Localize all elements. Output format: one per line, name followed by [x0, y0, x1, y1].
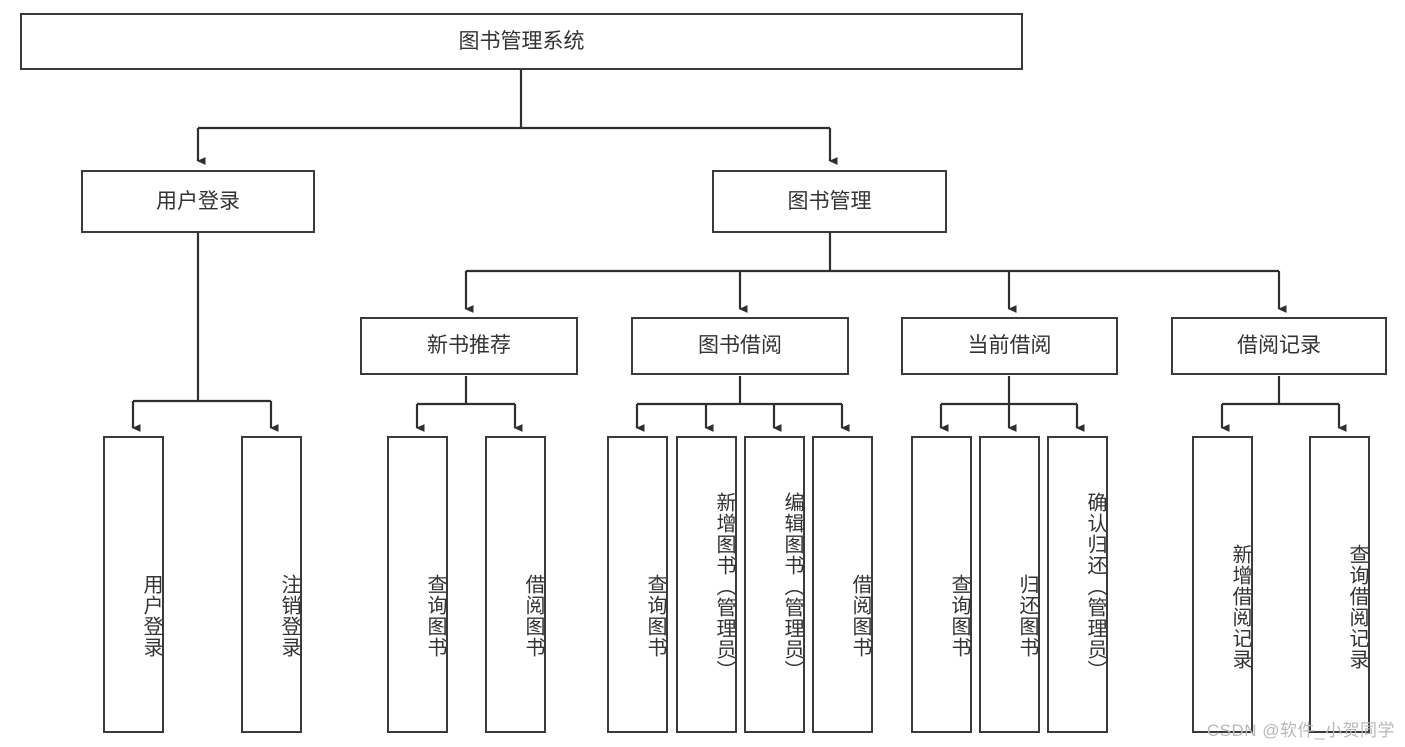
- node-user-login-label: 用户登录: [156, 189, 240, 213]
- node-leaf-borrow-book-1-label: 借阅图书: [522, 573, 544, 658]
- node-leaf-return-book[interactable]: 归还图书: [979, 436, 1040, 733]
- node-leaf-borrow-book-1[interactable]: 借阅图书: [485, 436, 546, 733]
- node-root[interactable]: 图书管理系统: [20, 13, 1023, 70]
- node-leaf-query-book-3-label: 查询图书: [948, 573, 970, 658]
- csdn-watermark: CSDN @软件_小贺同学: [1206, 721, 1395, 740]
- node-current-borrow[interactable]: 当前借阅: [901, 317, 1118, 375]
- node-borrow-record[interactable]: 借阅记录: [1171, 317, 1387, 375]
- node-leaf-confirm-return-admin-label: 确认归还（管理员）: [1084, 492, 1106, 681]
- node-leaf-add-borrow-record-label: 新增借阅记录: [1229, 543, 1251, 670]
- node-leaf-user-login[interactable]: 用户登录: [103, 436, 164, 733]
- node-new-book-recommend[interactable]: 新书推荐: [360, 317, 578, 375]
- node-leaf-logout-label: 注销登录: [278, 573, 300, 658]
- node-book-management[interactable]: 图书管理: [712, 170, 947, 233]
- node-book-management-label: 图书管理: [787, 189, 872, 213]
- node-leaf-borrow-book-2[interactable]: 借阅图书: [812, 436, 873, 733]
- node-leaf-confirm-return-admin[interactable]: 确认归还（管理员）: [1047, 436, 1108, 733]
- node-leaf-add-borrow-record[interactable]: 新增借阅记录: [1192, 436, 1253, 733]
- node-leaf-borrow-book-2-label: 借阅图书: [849, 573, 871, 658]
- node-leaf-user-login-label: 用户登录: [140, 573, 162, 658]
- node-leaf-query-book-3[interactable]: 查询图书: [911, 436, 972, 733]
- node-leaf-return-book-label: 归还图书: [1016, 573, 1038, 658]
- node-user-login[interactable]: 用户登录: [81, 170, 315, 233]
- node-book-borrow[interactable]: 图书借阅: [631, 317, 849, 375]
- node-book-borrow-label: 图书借阅: [698, 334, 782, 358]
- node-leaf-add-book-admin[interactable]: 新增图书（管理员）: [676, 436, 737, 733]
- node-leaf-edit-book-admin[interactable]: 编辑图书（管理员）: [744, 436, 805, 733]
- node-root-label: 图书管理系统: [458, 29, 585, 53]
- node-leaf-query-borrow-record[interactable]: 查询借阅记录: [1309, 436, 1370, 733]
- node-leaf-add-book-admin-label: 新增图书（管理员）: [713, 492, 735, 681]
- node-leaf-logout[interactable]: 注销登录: [241, 436, 302, 733]
- node-new-book-recommend-label: 新书推荐: [427, 334, 511, 358]
- node-leaf-edit-book-admin-label: 编辑图书（管理员）: [781, 492, 803, 681]
- node-leaf-query-book-2[interactable]: 查询图书: [607, 436, 668, 733]
- node-current-borrow-label: 当前借阅: [967, 334, 1052, 358]
- node-borrow-record-label: 借阅记录: [1237, 334, 1321, 358]
- node-leaf-query-book-1-label: 查询图书: [424, 573, 446, 658]
- node-leaf-query-book-2-label: 查询图书: [644, 573, 666, 658]
- node-leaf-query-book-1[interactable]: 查询图书: [387, 436, 448, 733]
- node-leaf-query-borrow-record-label: 查询借阅记录: [1346, 543, 1368, 670]
